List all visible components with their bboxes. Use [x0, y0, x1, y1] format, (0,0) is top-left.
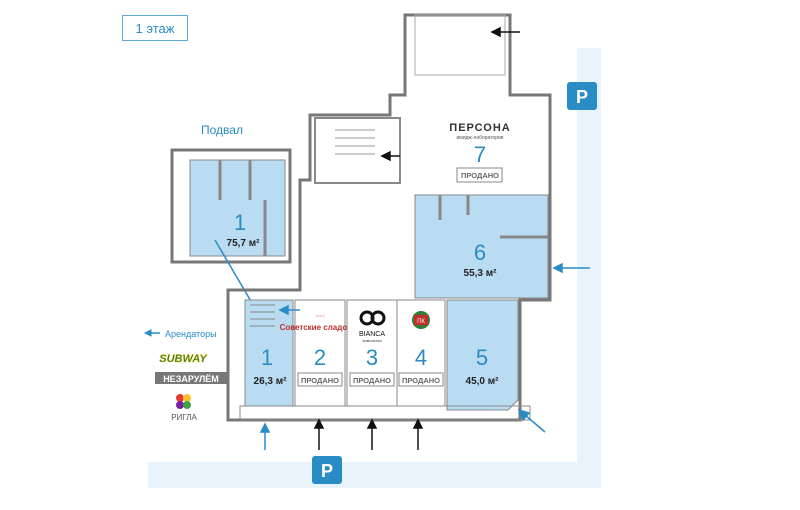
svg-text:5: 5	[476, 345, 488, 370]
svg-text:ПРОДАНО: ПРОДАНО	[402, 376, 440, 385]
unit-5[interactable]: 5 45,0 м²	[446, 299, 519, 411]
svg-text:имидж-лаборатория: имидж-лаборатория	[456, 135, 503, 141]
parking-strip-right	[577, 48, 601, 468]
svg-text:BIANCA: BIANCA	[359, 331, 385, 338]
stairwell	[314, 117, 401, 184]
svg-text:ПЕРСОНА: ПЕРСОНА	[449, 122, 510, 134]
unit-1[interactable]: 1 26,3 м²	[244, 299, 294, 407]
svg-text:P: P	[321, 461, 333, 481]
tenant-logo-subway: SUBWAY	[159, 353, 208, 365]
unit-4[interactable]: ПК 4 ПРОДАНО	[396, 299, 446, 407]
svg-text:1: 1	[261, 345, 273, 370]
tenant-arrows	[259, 262, 590, 450]
tenant-logo-rigla: РИГЛА	[171, 413, 197, 422]
storefront	[239, 405, 531, 421]
svg-text:1: 1	[234, 210, 246, 235]
svg-text:химчистка: химчистка	[362, 338, 382, 343]
floor-selector-button[interactable]: 1 этаж	[122, 15, 188, 41]
svg-text:4: 4	[415, 345, 427, 370]
unit-6[interactable]: 6 55,3 м²	[414, 194, 549, 299]
parking-strip-bottom	[148, 462, 601, 488]
svg-text:ПРОДАНО: ПРОДАНО	[353, 376, 391, 385]
legend: Арендаторы SUBWAY НЕЗАРУЛЁМ РИГЛА	[143, 329, 227, 422]
svg-text:55,3 м²: 55,3 м²	[464, 268, 498, 279]
svg-text:75,7 м²: 75,7 м²	[227, 238, 261, 249]
tower-room	[414, 14, 506, 76]
svg-text:ПРОДАНО: ПРОДАНО	[301, 376, 339, 385]
svg-text:2: 2	[314, 345, 326, 370]
entrance-arrows	[313, 26, 520, 450]
tenant-logo-nezarulem: НЕЗАРУЛЁМ	[163, 374, 219, 384]
tenant-logo-rigla-icon	[176, 394, 191, 409]
svg-text:7: 7	[474, 142, 486, 167]
svg-text:26,3 м²: 26,3 м²	[254, 376, 288, 387]
svg-text:Советские сладости: Советские сладости	[280, 323, 361, 332]
stairs-icon	[335, 129, 375, 155]
svg-text:6: 6	[474, 240, 486, 265]
svg-text:P: P	[576, 87, 588, 107]
legend-arrow-icon	[143, 329, 160, 337]
unit-2[interactable]: ~~~ Советские сладости 2 ПРОДАНО	[280, 299, 361, 407]
svg-text:~~~: ~~~	[316, 314, 325, 320]
basement-label: Подвал	[201, 123, 243, 137]
svg-text:ПРОДАНО: ПРОДАНО	[461, 171, 499, 180]
parking-sign-right: P	[567, 82, 597, 110]
building-outline	[226, 13, 552, 422]
svg-text:ПК: ПК	[417, 319, 425, 325]
svg-text:45,0 м²: 45,0 м²	[466, 376, 500, 387]
parking-sign-bottom: P	[312, 456, 342, 484]
unit-3[interactable]: BIANCA химчистка 3 ПРОДАНО	[346, 299, 398, 407]
legend-label: Арендаторы	[165, 329, 217, 339]
basement-unit-1[interactable]: 1 75,7 м²	[170, 148, 292, 264]
unit-7[interactable]: ПЕРСОНА имидж-лаборатория 7 ПРОДАНО	[449, 122, 510, 183]
svg-text:3: 3	[366, 345, 378, 370]
